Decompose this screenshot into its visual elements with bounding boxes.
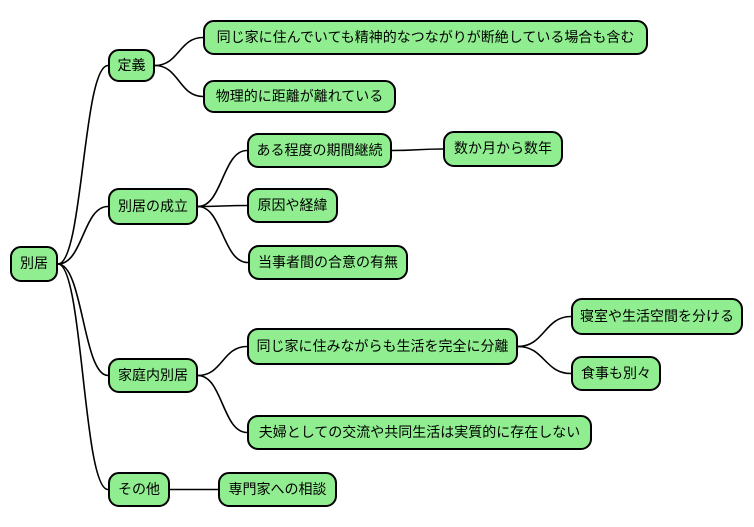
node-separate-bedrooms: 寝室や生活空間を分ける [571, 298, 743, 335]
edge-definition-psychological [154, 36, 204, 67]
edge-root-definition [57, 64, 109, 265]
edge-establishment-agreement [197, 205, 249, 264]
node-months-to-years: 数か月から数年 [443, 131, 563, 167]
node-physical-distance: 物理的に距離が離れている [203, 80, 396, 113]
node-separate-meals: 食事も別々 [571, 356, 661, 391]
edge-duration-months [391, 148, 444, 152]
node-causes-background: 原因や経緯 [247, 188, 338, 223]
node-definition: 定義 [108, 49, 155, 82]
node-others: その他 [108, 472, 170, 507]
edge-definition-physical [154, 64, 204, 98]
node-inhome-separation: 家庭内別居 [108, 358, 198, 393]
edge-inhome-separation [197, 345, 248, 377]
node-separation-establishment: 別居の成立 [108, 188, 198, 225]
edge-root-establishment [57, 205, 109, 265]
edge-establishment-causes [197, 204, 248, 208]
edge-inhome-nointeraction [197, 374, 248, 434]
node-complete-life-separation: 同じ家に住みながらも生活を完全に分離 [247, 328, 518, 365]
edge-establishment-duration [197, 149, 248, 208]
node-mutual-agreement: 当事者間の合意の有無 [248, 245, 408, 280]
edge-separation-bedrooms [517, 315, 572, 348]
node-no-marital-interaction: 夫婦としての交流や共同生活は実質的に存在しない [247, 415, 592, 450]
edge-separation-meals [517, 345, 572, 375]
edge-root-others [57, 263, 109, 491]
node-expert-consultation: 専門家への相談 [218, 472, 337, 507]
node-duration-continuation: ある程度の期間継続 [247, 133, 392, 168]
edge-root-inhome [57, 263, 109, 377]
node-root-separation: 別居 [10, 246, 58, 282]
node-psychological-disconnection: 同じ家に住んでいても精神的なつながりが断絶している場合も含む [203, 20, 648, 55]
